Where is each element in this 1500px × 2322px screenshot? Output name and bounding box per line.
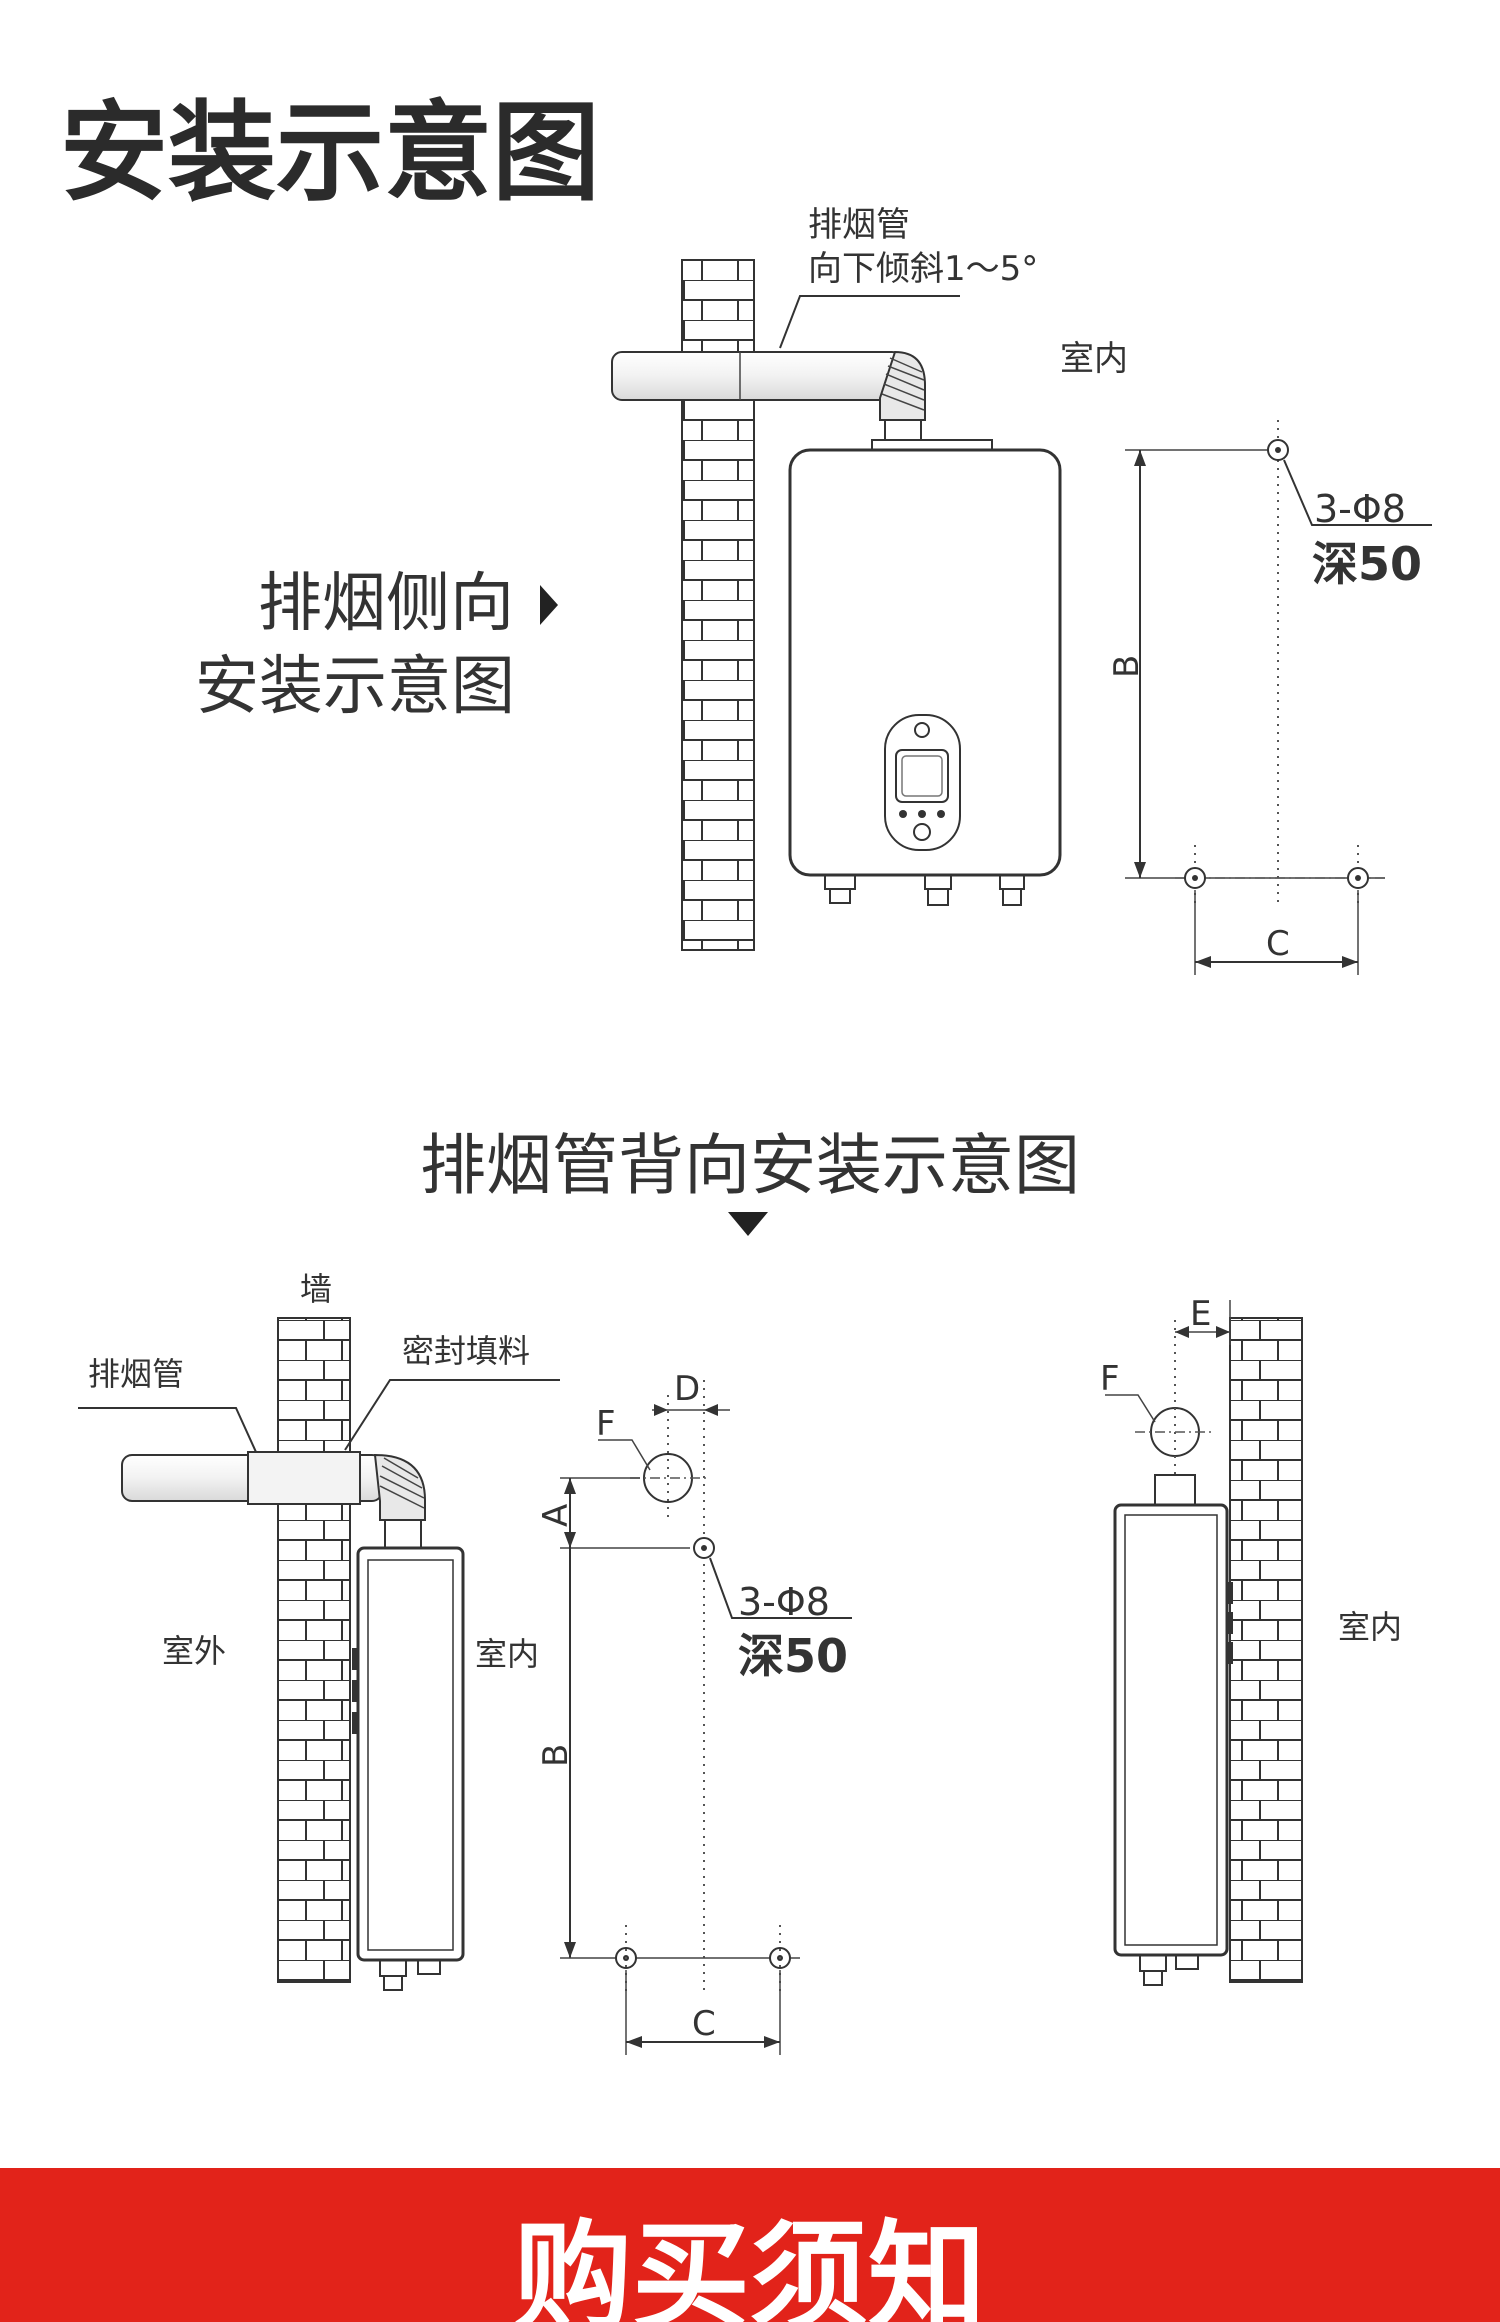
wall-label: 墙 xyxy=(300,1270,332,1308)
hole-spec-side: 3-Φ8 xyxy=(1314,487,1406,531)
water-heater-side-right xyxy=(1113,1503,1229,1957)
pipe-label-back: 排烟管 xyxy=(88,1355,184,1393)
water-heater-side xyxy=(356,1546,465,1962)
depth-spec-side: 深50 xyxy=(1312,537,1422,591)
pipe-tilt-label: 向下倾斜1～5° xyxy=(808,249,1038,289)
indoor-label-right: 室内 xyxy=(1338,1608,1402,1646)
exhaust-pipe xyxy=(611,351,903,401)
dim-c-back: C xyxy=(692,2004,716,2044)
seal-label: 密封填料 xyxy=(402,1332,530,1370)
side-install-diagram: 排烟侧向 安装示意图 xyxy=(195,205,1432,975)
purchase-notice-banner xyxy=(0,2168,1500,2322)
power-button-icon xyxy=(913,823,931,841)
dim-f: F xyxy=(596,1404,616,1444)
dim-a: A xyxy=(536,1504,576,1527)
back-install-title: 排烟管背向安装示意图 xyxy=(420,1127,1080,1204)
back-title-arrow-icon xyxy=(728,1212,768,1236)
brick-wall-right xyxy=(1229,1317,1303,1983)
pipe-label-side: 排烟管 xyxy=(808,205,910,245)
dim-b-back: B xyxy=(536,1744,576,1767)
dim-e: E xyxy=(1190,1294,1211,1334)
dim-f-right: F xyxy=(1100,1359,1120,1399)
display-screen xyxy=(895,749,949,803)
dim-d: D xyxy=(674,1369,700,1409)
indoor-label-back: 室内 xyxy=(475,1635,539,1673)
indoor-label-side: 室内 xyxy=(1060,339,1128,379)
dim-c-side: C xyxy=(1266,924,1290,964)
purchase-notice-title: 购买须知 xyxy=(514,2208,986,2322)
side-title-arrow-icon xyxy=(540,585,558,625)
brick-wall-back xyxy=(277,1317,351,1983)
outdoor-label: 室外 xyxy=(162,1632,226,1670)
main-title: 安装示意图 xyxy=(60,91,600,216)
depth-spec-back: 深50 xyxy=(738,1629,848,1683)
side-install-title-line1: 排烟侧向 xyxy=(258,567,514,641)
hole-spec-back: 3-Φ8 xyxy=(738,1580,830,1624)
back-install-diagram: 排烟管背向安装示意图 墙 排烟管 密封填料 xyxy=(78,1127,1402,2055)
dim-b-side: B xyxy=(1107,655,1147,678)
side-install-title-line2: 安装示意图 xyxy=(195,650,515,724)
